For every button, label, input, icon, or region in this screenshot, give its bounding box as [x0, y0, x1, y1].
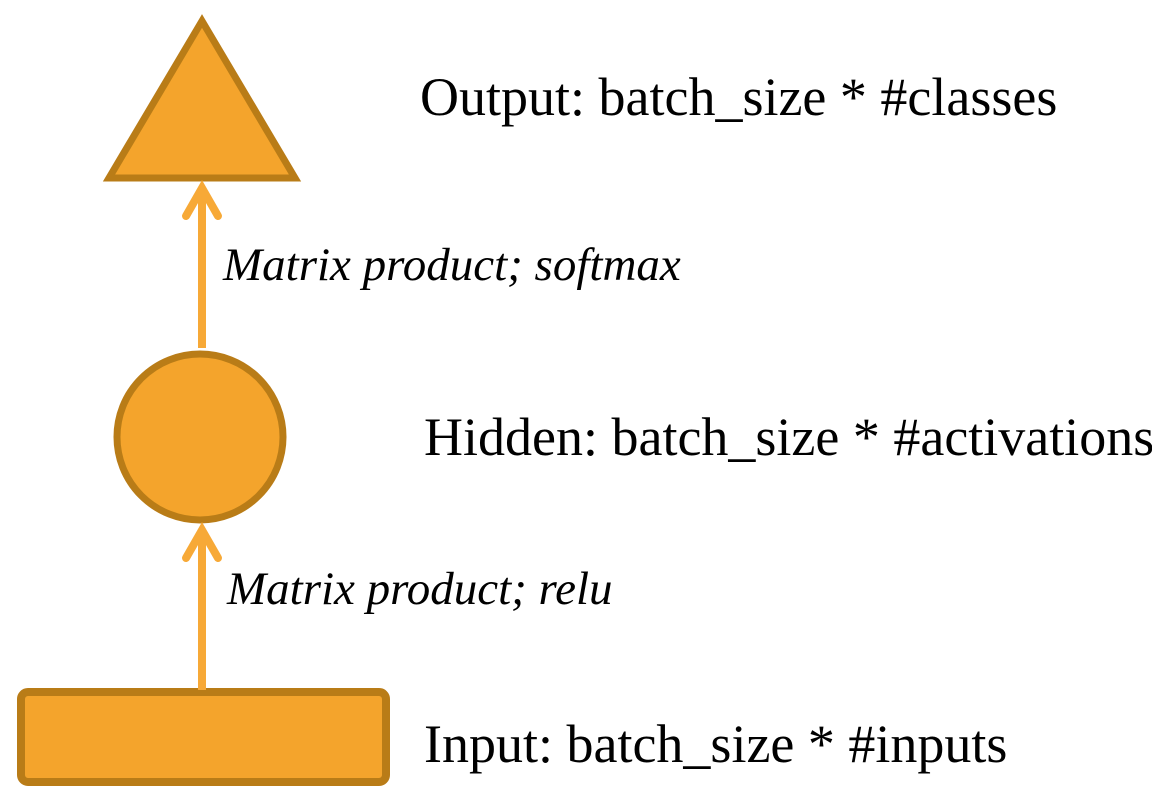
input-node-label: Input: batch_size * #inputs — [424, 714, 1008, 774]
output-triangle-shape — [102, 14, 302, 182]
hidden-circle-shape — [113, 350, 287, 524]
relu-edge-label: Matrix product; relu — [227, 563, 613, 615]
hidden-node-label: Hidden: batch_size * #activations — [424, 407, 1152, 467]
softmax-edge-label: Matrix product; softmax — [223, 239, 681, 291]
input-rectangle-shape — [17, 688, 390, 786]
edge-arrow-relu — [182, 521, 222, 690]
edge-arrow-softmax — [182, 179, 222, 348]
output-node-label: Output: batch_size * #classes — [420, 67, 1058, 127]
